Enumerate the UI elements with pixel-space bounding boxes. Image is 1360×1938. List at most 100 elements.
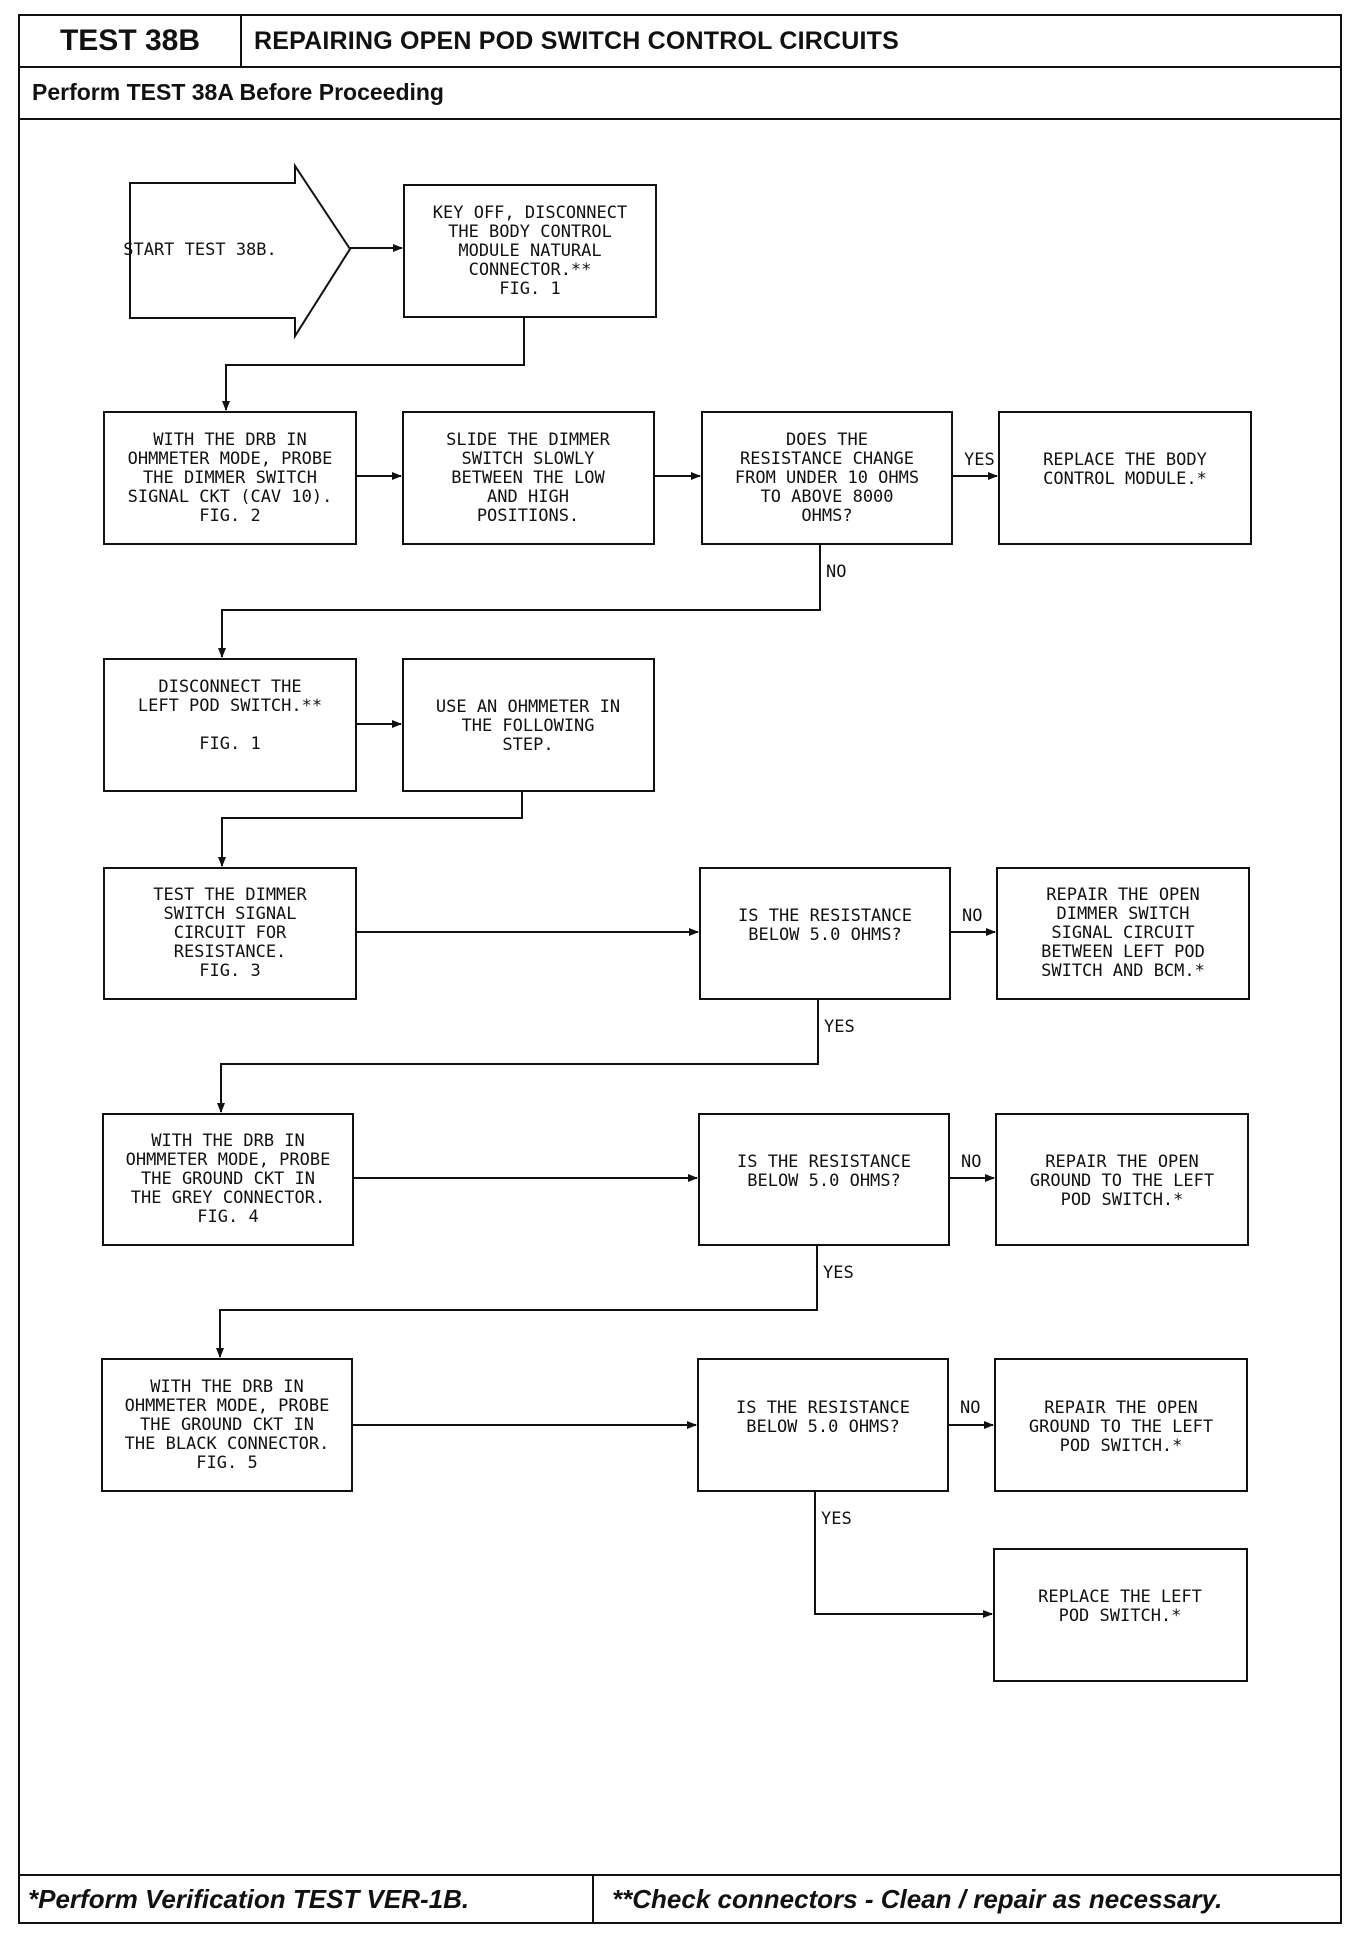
step6-line-3: RESISTANCE. [174, 942, 287, 962]
step5-line-2: STEP. [502, 735, 553, 755]
q4-line-0: IS THE RESISTANCE [736, 1398, 910, 1418]
step5-line-1: THE FOLLOWING [461, 716, 594, 736]
start-arrow [129, 162, 352, 340]
q2-line-0: IS THE RESISTANCE [738, 906, 912, 926]
step1-line-3: CONNECTOR.** [469, 260, 592, 280]
flow-connectors [216, 244, 998, 1618]
label-q2-yes: YES [824, 1017, 855, 1037]
r5-line-1: POD SWITCH.* [1059, 1606, 1182, 1626]
box-step3 [402, 411, 655, 545]
q2-line-1: BELOW 5.0 OHMS? [748, 925, 902, 945]
step6-line-1: SWITCH SIGNAL [163, 904, 296, 924]
prerequisite-text: Perform TEST 38A Before Proceeding [32, 78, 444, 105]
step3-line-4: POSITIONS. [477, 506, 579, 526]
q1-line-4: OHMS? [801, 506, 852, 526]
box-step5 [402, 658, 655, 792]
step6-line-2: CIRCUIT FOR [174, 923, 287, 943]
r4-line-1: GROUND TO THE LEFT [1029, 1417, 1213, 1437]
test-title: REPAIRING OPEN POD SWITCH CONTROL CIRCUI… [254, 26, 899, 55]
footer-left-text: *Perform Verification TEST VER-1B. [28, 1883, 470, 1914]
step3-line-3: AND HIGH [487, 487, 569, 507]
step3-line-0: SLIDE THE DIMMER [446, 430, 611, 450]
step1-line-1: THE BODY CONTROL [448, 222, 612, 242]
edge-q1-step4 [218, 545, 821, 658]
r4-line-0: REPAIR THE OPEN [1044, 1398, 1198, 1418]
box-r1 [998, 411, 1252, 545]
edge-q4-r5 [814, 1491, 993, 1618]
step4-line-0: DISCONNECT THE [158, 677, 301, 697]
box-r5 [993, 1548, 1248, 1682]
prerequisite-row: Perform TEST 38A Before Proceeding [20, 66, 1340, 120]
box-step8 [101, 1358, 353, 1492]
step8-line-3: THE BLACK CONNECTOR. [125, 1434, 330, 1454]
step3-line-1: SWITCH SLOWLY [461, 449, 594, 469]
r2-line-4: SWITCH AND BCM.* [1041, 961, 1205, 981]
step8-line-4: FIG. 5 [196, 1453, 257, 1473]
r2-line-3: BETWEEN LEFT POD [1041, 942, 1205, 962]
step8-line-2: THE GROUND CKT IN [140, 1415, 314, 1435]
test-id: TEST 38B [20, 16, 242, 66]
step6-line-0: TEST THE DIMMER [153, 885, 307, 905]
r2-line-2: SIGNAL CIRCUIT [1051, 923, 1194, 943]
box-step6 [103, 867, 357, 1000]
q1-line-1: RESISTANCE CHANGE [740, 449, 914, 469]
r4-line-2: POD SWITCH.* [1060, 1436, 1183, 1456]
step7-line-2: THE GROUND CKT IN [141, 1169, 315, 1189]
box-q1 [701, 411, 953, 545]
box-step7 [102, 1113, 354, 1246]
step7-line-0: WITH THE DRB IN [151, 1131, 305, 1151]
r2-line-0: REPAIR THE OPEN [1046, 885, 1200, 905]
q1-line-3: TO ABOVE 8000 [760, 487, 893, 507]
box-q2 [699, 867, 951, 1000]
step6-line-4: FIG. 3 [199, 961, 260, 981]
q3-line-1: BELOW 5.0 OHMS? [747, 1171, 901, 1191]
box-step2 [103, 411, 357, 545]
step2-line-1: OHMMETER MODE, PROBE [128, 449, 333, 469]
step2-line-2: THE DIMMER SWITCH [143, 468, 317, 488]
label-q3-yes: YES [823, 1263, 854, 1283]
step7-line-4: FIG. 4 [197, 1207, 258, 1227]
r3-line-1: GROUND TO THE LEFT [1030, 1171, 1214, 1191]
q1-line-2: FROM UNDER 10 OHMS [735, 468, 919, 488]
edge-q3-step8 [216, 1245, 818, 1358]
step2-line-3: SIGNAL CKT (CAV 10). [128, 487, 333, 507]
label-q1-yes: YES [964, 450, 995, 470]
test-sheet: TEST 38B REPAIRING OPEN POD SWITCH CONTR… [18, 14, 1342, 1924]
step7-line-3: THE GREY CONNECTOR. [131, 1188, 325, 1208]
r3-line-0: REPAIR THE OPEN [1045, 1152, 1199, 1172]
box-r3 [995, 1113, 1249, 1246]
step4-line-3: FIG. 1 [199, 734, 260, 754]
edge-step5-step6 [218, 792, 523, 867]
step2-line-0: WITH THE DRB IN [153, 430, 307, 450]
step1-line-0: KEY OFF, DISCONNECT [433, 203, 627, 223]
r3-line-2: POD SWITCH.* [1061, 1190, 1184, 1210]
r5-line-0: REPLACE THE LEFT [1038, 1587, 1202, 1607]
step1-line-4: FIG. 1 [499, 279, 560, 299]
step4-line-1: LEFT POD SWITCH.** [138, 696, 322, 716]
step8-line-1: OHMMETER MODE, PROBE [125, 1396, 330, 1416]
footer-note-left: *Perform Verification TEST VER-1B. [20, 1876, 594, 1922]
edge-step1-step2 [222, 318, 525, 411]
step8-line-0: WITH THE DRB IN [150, 1377, 304, 1397]
box-q4 [697, 1358, 949, 1492]
step1-line-2: MODULE NATURAL [458, 241, 601, 261]
box-q3 [698, 1113, 950, 1246]
edge-q2-step7 [217, 999, 819, 1113]
box-step1 [403, 184, 657, 318]
step5-line-0: USE AN OHMMETER IN [436, 697, 620, 717]
footer-note-right: **Check connectors - Clean / repair as n… [594, 1876, 1340, 1922]
r1-line-1: CONTROL MODULE.* [1043, 469, 1207, 489]
footer-row: *Perform Verification TEST VER-1B. **Che… [20, 1874, 1340, 1922]
label-q3-no: NO [961, 1152, 981, 1172]
r2-line-1: DIMMER SWITCH [1056, 904, 1189, 924]
q1-line-0: DOES THE [786, 430, 868, 450]
q4-line-1: BELOW 5.0 OHMS? [746, 1417, 900, 1437]
header-row: TEST 38B REPAIRING OPEN POD SWITCH CONTR… [20, 16, 1340, 68]
flow-edge-labels: YES NO NO YES NO YES NO YES [821, 450, 995, 1529]
q3-line-0: IS THE RESISTANCE [737, 1152, 911, 1172]
label-q1-no: NO [826, 562, 846, 582]
box-r2 [996, 867, 1250, 1000]
box-r4 [994, 1358, 1248, 1492]
